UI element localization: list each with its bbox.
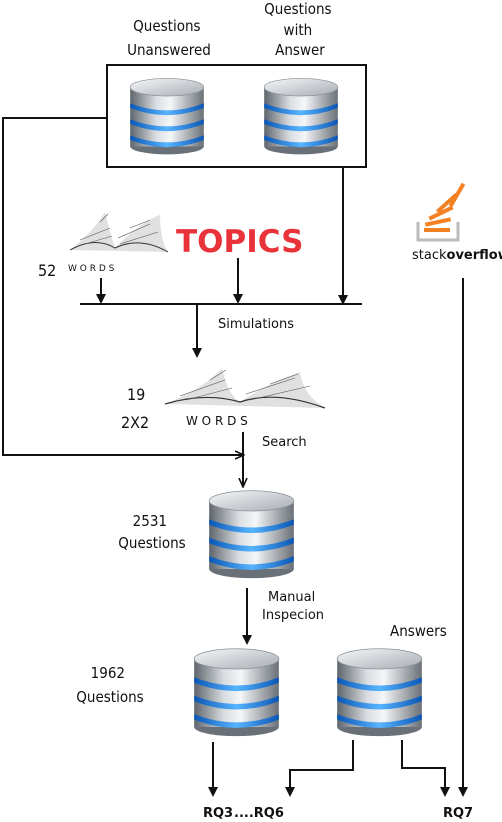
words-cloud-1 [69, 212, 169, 253]
rq3-label: RQ3 [203, 806, 233, 821]
answers-label: Answers [390, 622, 447, 640]
words-count-19: 19 [127, 385, 145, 404]
words-cloud-2-caption: W O R D S [186, 414, 248, 428]
label-questions-with-answer: Questions with Answer [264, 0, 336, 59]
answers-to-rq7-arrow [401, 740, 450, 797]
rq7-label: RQ7 [443, 806, 473, 821]
source-box [106, 64, 367, 168]
topics-logo: TOPICS [176, 224, 303, 260]
label-2531-questions: 2531 Questions [118, 512, 185, 552]
stackoverflow-wordmark: stackoverflow [412, 248, 502, 263]
database-answered-icon [263, 78, 339, 155]
words-cloud-2 [164, 368, 326, 409]
label-1962-questions: 1962 Questions [76, 664, 143, 706]
search-label: Search [262, 435, 307, 450]
database-2531-icon [208, 490, 295, 579]
database-unanswered-icon [129, 78, 205, 155]
answers-to-rq6-arrow [285, 740, 354, 797]
words-cloud-1-caption: W O R D S [68, 264, 115, 274]
rq6-label: ....RQ6 [234, 806, 284, 821]
unanswered-to-search-line [2, 117, 243, 455]
words-count-2x2: 2X2 [121, 413, 149, 432]
database-1962-icon [193, 648, 280, 737]
database-answers-icon [336, 648, 423, 737]
manual-inspection-label: Manual Inspecion [262, 590, 324, 623]
label-questions-unanswered: Questions Unanswered [127, 17, 211, 59]
simulations-label: Simulations [218, 317, 294, 332]
stackoverflow-logo-icon [416, 182, 466, 242]
words-count-52: 52 [38, 261, 56, 280]
